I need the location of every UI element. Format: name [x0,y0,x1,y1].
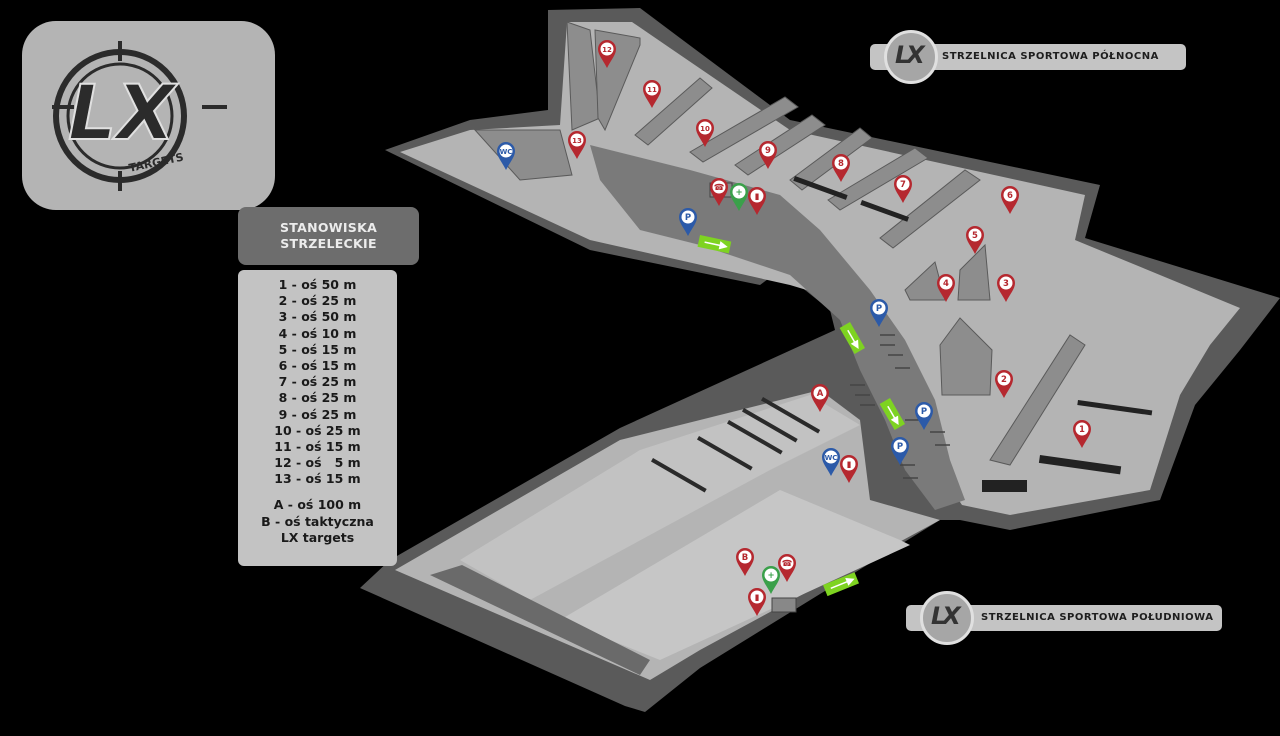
legend-item: 1 - oś 50 m [278,277,357,292]
pin-label: 6 [1007,191,1013,201]
direction-arrows [697,235,905,597]
lx-targets-logo-card: LX TARGETS [22,21,275,210]
parking-pin[interactable]: P [915,402,933,430]
station-pin-4[interactable]: 4 [937,274,955,302]
legend-title: STANOWISKA STRZELECKIE [238,207,419,265]
south-range-lane-b [560,490,910,660]
station-pin-6[interactable]: 6 [1001,186,1019,214]
fire-extinguisher-pin[interactable]: ▮ [748,588,766,616]
legend-list: 1 - oś 50 m 2 - oś 25 m 3 - oś 50 m 4 - … [238,270,397,566]
pin-label: B [742,553,748,563]
wc-pin[interactable]: WC [822,448,840,476]
legend-item: 5 - oś 15 m [278,341,357,357]
legend-title-line2: STRZELECKIE [280,236,377,251]
parking-spaces [850,334,950,479]
pin-label: WC [500,148,513,156]
lx-badge-icon: LX [920,591,974,645]
pin-label: 11 [647,86,657,94]
legend-item: 10 - oś 25 m [274,422,361,438]
legend-item: 13 - oś 15 m [274,471,361,487]
legend-item: 4 - oś 10 m [278,325,357,341]
first-aid-pin[interactable]: + [730,183,748,211]
north-range-label[interactable]: LX STRZELNICA SPORTOWA PÓŁNOCNA [870,30,1186,84]
pin-label: 5 [972,231,978,241]
fire-extinguisher-pin[interactable]: ▮ [748,187,766,215]
station-pin-1[interactable]: 1 [1073,420,1091,448]
station-pin-5[interactable]: 5 [966,226,984,254]
access-road [590,145,965,510]
legend-item: 11 - oś 15 m [274,438,361,454]
north-shooting-lanes [473,21,1086,466]
pin-label: 7 [900,180,906,190]
fire-extinguisher-pin[interactable]: ▮ [840,455,858,483]
logo-letters: LX [68,68,178,157]
pin-label: ▮ [847,460,852,470]
legend-item-extra: B - oś taktyczna [261,513,374,529]
lx-badge-icon: LX [884,30,938,84]
legend-item-extra: A - oś 100 m [273,497,362,513]
pin-label: P [876,304,882,314]
pin-label: P [897,442,903,452]
legend-item: 7 - oś 25 m [278,374,357,390]
pin-label: 13 [572,137,582,145]
pin-label: P [685,213,691,223]
pin-label: 4 [943,279,949,289]
south-berm [430,565,650,675]
parking-pin[interactable]: P [679,208,697,236]
legend-item: 8 - oś 25 m [278,390,357,406]
legend-item: 6 - oś 15 m [278,357,357,373]
south-range-label[interactable]: LX STRZELNICA SPORTOWA POŁUDNIOWA [906,591,1222,645]
phone-pin[interactable]: ☎ [778,554,796,582]
wc-pin[interactable]: WC [497,142,515,170]
pin-label: 12 [602,46,612,54]
legend-item-extra: LX targets [280,529,355,545]
station-pin-10[interactable]: 10 [696,119,714,147]
lx-targets-logo: LX TARGETS [52,41,227,191]
south-range-label-text: STRZELNICA SPORTOWA POŁUDNIOWA [981,612,1214,623]
north-range-label-text: STRZELNICA SPORTOWA PÓŁNOCNA [942,51,1159,62]
pin-label: ▮ [755,192,760,202]
pin-label: 8 [838,159,844,169]
south-firing-lines [651,396,821,493]
pin-label: 2 [1001,375,1007,385]
pin-label: WC [825,454,838,462]
legend-item: 12 - oś 5 m [274,455,361,471]
station-pin-a[interactable]: A [811,384,829,412]
north-firing-lines [793,176,1153,492]
legend-item: 9 - oś 25 m [278,406,357,422]
pin-label: + [767,571,774,581]
station-pin-2[interactable]: 2 [995,370,1013,398]
phone-pin[interactable]: ☎ [710,178,728,206]
parking-pin[interactable]: P [891,437,909,465]
pin-label: ☎ [714,183,725,193]
pin-label: A [817,389,824,399]
south-range-lane-a [460,395,860,600]
station-pin-3[interactable]: 3 [997,274,1015,302]
pin-label: 9 [765,146,771,156]
pin-label: P [921,407,927,417]
pin-label: 3 [1003,279,1009,289]
pin-label: ▮ [755,593,760,603]
station-pin-12[interactable]: 12 [598,40,616,68]
pin-label: 1 [1079,425,1085,435]
station-pin-13[interactable]: 13 [568,131,586,159]
parking-pin[interactable]: P [870,299,888,327]
pin-label: ☎ [782,559,793,569]
station-pin-7[interactable]: 7 [894,175,912,203]
station-pin-b[interactable]: B [736,548,754,576]
legend-title-line1: STANOWISKA [279,220,378,235]
pin-label: 10 [700,125,710,133]
legend-item: 2 - oś 25 m [278,293,357,309]
first-aid-pin[interactable]: + [762,566,780,594]
station-pin-11[interactable]: 11 [643,80,661,108]
legend-item: 3 - oś 50 m [278,309,357,325]
station-pin-8[interactable]: 8 [832,154,850,182]
station-pin-9[interactable]: 9 [759,141,777,169]
pin-label: + [735,188,742,198]
